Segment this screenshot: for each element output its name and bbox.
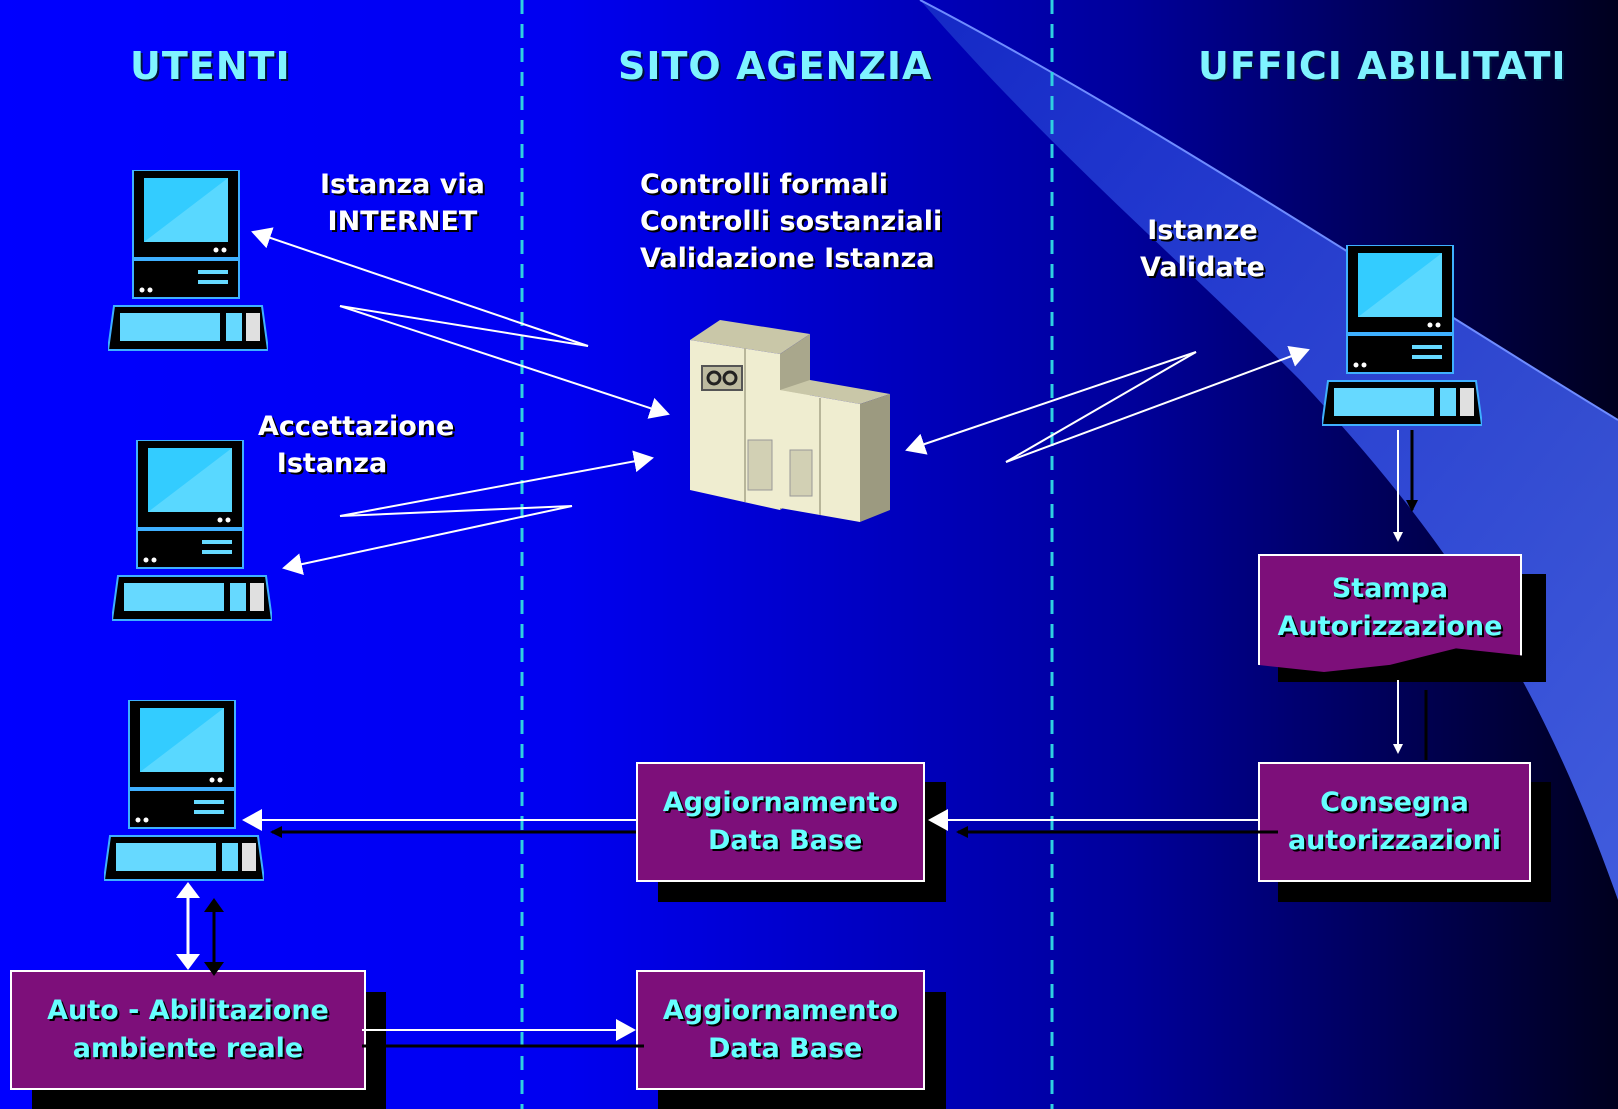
column-title-utenti: UTENTI <box>130 44 291 88</box>
computer-icon <box>1322 245 1482 426</box>
computer-icon <box>104 700 264 881</box>
decorative-swoosh <box>920 0 1618 900</box>
column-title-uffici-abilitati: UFFICI ABILITATI <box>1198 44 1567 88</box>
computer-icon <box>108 170 268 351</box>
computer-icon <box>112 440 272 621</box>
label-accettazione-istanza: Accettazione Istanza <box>258 411 455 479</box>
box-auto-abilitazione: Auto - Abilitazione ambiente reale <box>10 970 366 1090</box>
label-istanze-validate: Istanze Validate <box>1140 215 1265 283</box>
box-consegna-autorizzazioni: Consegna autorizzazioni <box>1258 762 1531 882</box>
box-aggiornamento-data-base: Aggiornamento Data Base <box>636 762 925 882</box>
column-title-sito-agenzia: SITO AGENZIA <box>618 44 933 88</box>
server-icon <box>690 320 890 522</box>
box-aggiornamento-data-base-2: Aggiornamento Data Base <box>636 970 925 1090</box>
label-istanza-internet: Istanza via INTERNET <box>320 169 485 237</box>
label-controlli: Controlli formali Controlli sostanziali … <box>640 169 943 274</box>
